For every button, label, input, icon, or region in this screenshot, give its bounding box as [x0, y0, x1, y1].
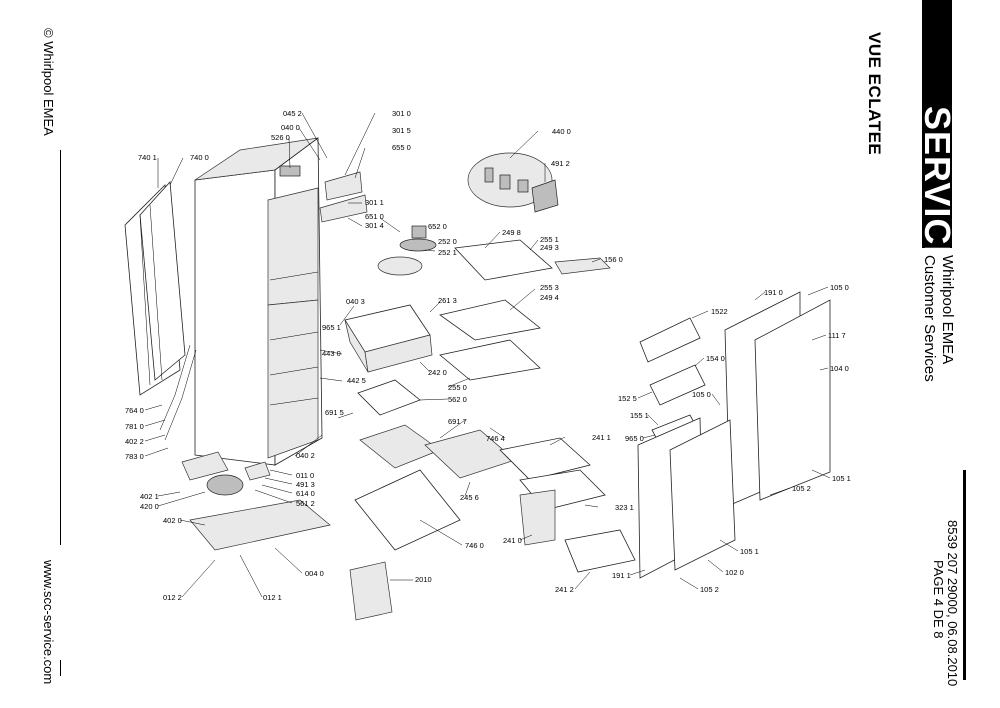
part-label: 105 0 — [692, 390, 711, 399]
leader-lines — [144, 112, 831, 598]
left-divider — [60, 150, 61, 545]
part-label: 105 1 — [832, 474, 851, 483]
part-label: 440 0 — [552, 127, 571, 136]
part-label: 402 2 — [125, 437, 144, 446]
service-banner-text: SERVICE — [917, 106, 958, 271]
part-label: 491 3 — [296, 480, 315, 489]
part-label: 241 1 — [592, 433, 611, 442]
part-label: 040 0 — [281, 123, 300, 132]
brand-name: Whirlpool EMEA — [939, 255, 956, 365]
part-label: 245 6 — [460, 493, 479, 502]
part-label: 261 3 — [438, 296, 457, 305]
part-label: 255 0 — [448, 383, 467, 392]
part-label: 104 0 — [830, 364, 849, 373]
part-label: 255 3 — [540, 283, 559, 292]
part-label: 420 0 — [140, 502, 159, 511]
part-label: 526 0 — [271, 133, 290, 142]
part-label: 651 0 — [365, 212, 384, 221]
part-label: 249 8 — [502, 228, 521, 237]
part-label: 301 5 — [392, 126, 411, 135]
thermostat-group — [467, 152, 559, 213]
part-label: 740 0 — [190, 153, 209, 162]
fridge-door — [724, 291, 831, 506]
part-label: 011 0 — [296, 471, 314, 480]
part-label: 781 0 — [125, 422, 144, 431]
part-label: 301 4 — [365, 221, 384, 230]
part-label: 443 0 — [322, 349, 341, 358]
exploded-view-diagram: 045 2 040 0 526 0 301 0 301 5 655 0 740 … — [124, 109, 851, 621]
page-number: PAGE 4 DE 8 — [931, 560, 946, 639]
part-label: 241 0 — [503, 536, 522, 545]
part-label: 241 2 — [555, 585, 574, 594]
part-label: 562 0 — [448, 395, 467, 404]
part-label: 442 5 — [347, 376, 366, 385]
part-label: 242 0 — [428, 368, 447, 377]
glass-shelves — [439, 239, 611, 381]
part-label: 691 5 — [325, 408, 344, 417]
part-label: 746 0 — [465, 541, 484, 550]
right-divider — [963, 470, 966, 680]
part-label: 652 0 — [428, 222, 447, 231]
part-label: 154 0 — [706, 354, 725, 363]
part-label: 249 4 — [540, 293, 559, 302]
part-label: 191 0 — [764, 288, 783, 297]
page-title: VUE ECLATEE — [865, 32, 884, 156]
part-label: 402 0 — [163, 516, 182, 525]
part-label: 111 7 — [828, 331, 846, 340]
part-label: 965 0 — [625, 434, 644, 443]
freezer-drawers — [499, 437, 636, 573]
copyright-text: © Whirlpool EMEA — [41, 28, 56, 136]
part-label: 252 1 — [438, 248, 457, 257]
part-label: 764 0 — [125, 406, 144, 415]
part-label: 655 0 — [392, 143, 411, 152]
part-label: 2010 — [415, 575, 432, 584]
part-label: 012 2 — [163, 593, 182, 602]
part-label: 965 1 — [322, 323, 341, 332]
part-label: 491 2 — [551, 159, 570, 168]
service-banner — [922, 0, 952, 248]
control-parts — [319, 171, 437, 276]
freezer-door — [637, 417, 736, 579]
brand-subtitle: Customer Services — [921, 255, 938, 382]
part-labels: 045 2 040 0 526 0 301 0 301 5 655 0 740 … — [125, 109, 851, 602]
part-label: 740 1 — [138, 153, 157, 162]
crisper-box — [344, 304, 433, 373]
part-label: 249 3 — [540, 243, 559, 252]
part-label: 323 1 — [615, 503, 634, 512]
part-label: 102 0 — [725, 568, 744, 577]
part-label: 255 1 — [540, 235, 559, 244]
freezer-grille — [357, 379, 516, 479]
part-label: 155 1 — [630, 411, 649, 420]
part-label: 614 0 — [296, 489, 315, 498]
part-label: 152 5 — [618, 394, 637, 403]
part-label: 1522 — [711, 307, 728, 316]
part-label: 691 7 — [448, 417, 467, 426]
part-label: 156 0 — [604, 255, 623, 264]
part-label: 045 2 — [283, 109, 302, 118]
part-label: 105 0 — [830, 283, 849, 292]
left-divider-bottom — [60, 660, 61, 676]
part-label: 191 1 — [612, 571, 631, 580]
condenser-panel — [124, 181, 186, 396]
part-label: 783 0 — [125, 452, 144, 461]
fridge-cabinet — [194, 137, 323, 466]
document-reference: 8539 207 29000, 06.08.2010 — [945, 520, 960, 687]
website-text: www.scc-service.com — [41, 560, 56, 685]
part-label: 301 1 — [365, 198, 384, 207]
part-label: 252 0 — [438, 237, 457, 246]
part-label: 105 2 — [792, 484, 811, 493]
part-label: 040 3 — [346, 297, 365, 306]
part-label: 105 2 — [700, 585, 719, 594]
piping — [159, 344, 197, 441]
part-label: 746 4 — [486, 434, 505, 443]
part-label: 561 2 — [296, 499, 315, 508]
part-label: 004 0 — [305, 569, 324, 578]
compressor-group — [181, 451, 331, 551]
freezer-flap — [349, 469, 461, 621]
part-label: 402 1 — [140, 492, 159, 501]
part-label: 012 1 — [263, 593, 282, 602]
part-label: 105 1 — [740, 547, 759, 556]
part-label: 040 2 — [296, 451, 315, 460]
part-label: 301 0 — [392, 109, 411, 118]
